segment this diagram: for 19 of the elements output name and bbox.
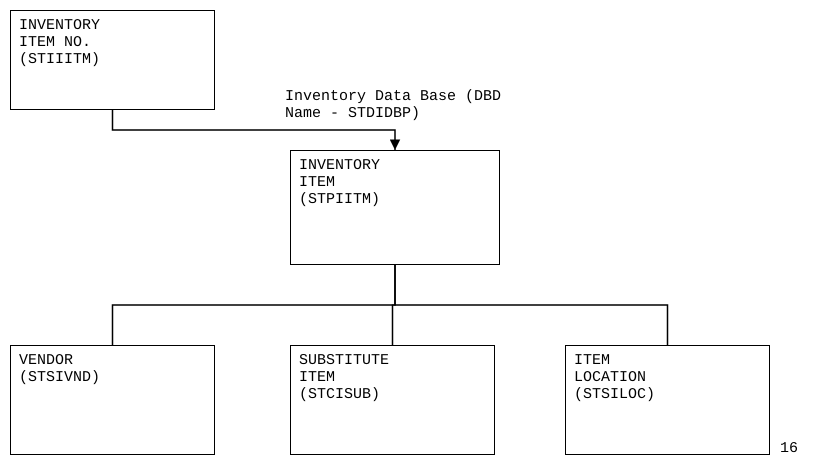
segment-name: INVENTORY ITEM NO. [19,17,102,51]
segment-code: (STPIITM) [299,191,382,208]
page-number: 16 [780,440,798,457]
segment-code: (STSIVND) [19,369,102,386]
segment-name: VENDOR [19,352,74,369]
connector-line [394,265,668,345]
database-caption: Inventory Data Base (DBD Name - STDIDBP) [285,88,502,122]
record-box [290,150,500,265]
arrow [112,110,400,150]
record-box [10,345,215,455]
record-box [10,10,215,110]
segment-code: (STCISUB) [299,386,382,403]
segment-name: SUBSTITUTE ITEM [299,352,390,386]
segment-code: (STSILOC) [574,386,656,403]
record-box [290,345,495,455]
segment-name: INVENTORY ITEM [299,157,382,191]
segment-name: ITEM LOCATION [574,352,648,386]
segment-code: (STIIITM) [19,51,102,68]
record-box [565,345,770,455]
